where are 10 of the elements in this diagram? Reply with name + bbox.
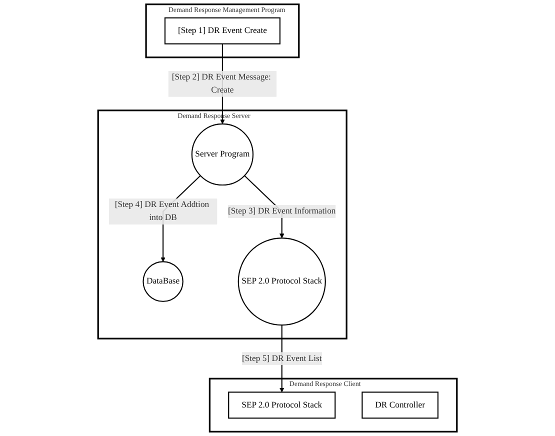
edge-label: [Step 5] DR Event List	[242, 354, 322, 363]
node-box: SEP 2.0 Protocol Stack	[228, 392, 336, 419]
edge-label: [Step 3] DR Event Information	[228, 206, 336, 216]
edge-label: [Step 2] DR Event Message: Create	[172, 72, 271, 95]
node-box: [Step 1] DR Event Create	[164, 17, 280, 44]
node-circle: Server Program	[191, 123, 254, 186]
node-circle: SEP 2.0 Protocol Stack	[238, 238, 326, 326]
node-box: DR Controller	[362, 392, 438, 419]
node-circle: DataBase	[142, 261, 184, 302]
edge-label: [Step 4] DR Event Addtion into DB	[114, 200, 210, 222]
